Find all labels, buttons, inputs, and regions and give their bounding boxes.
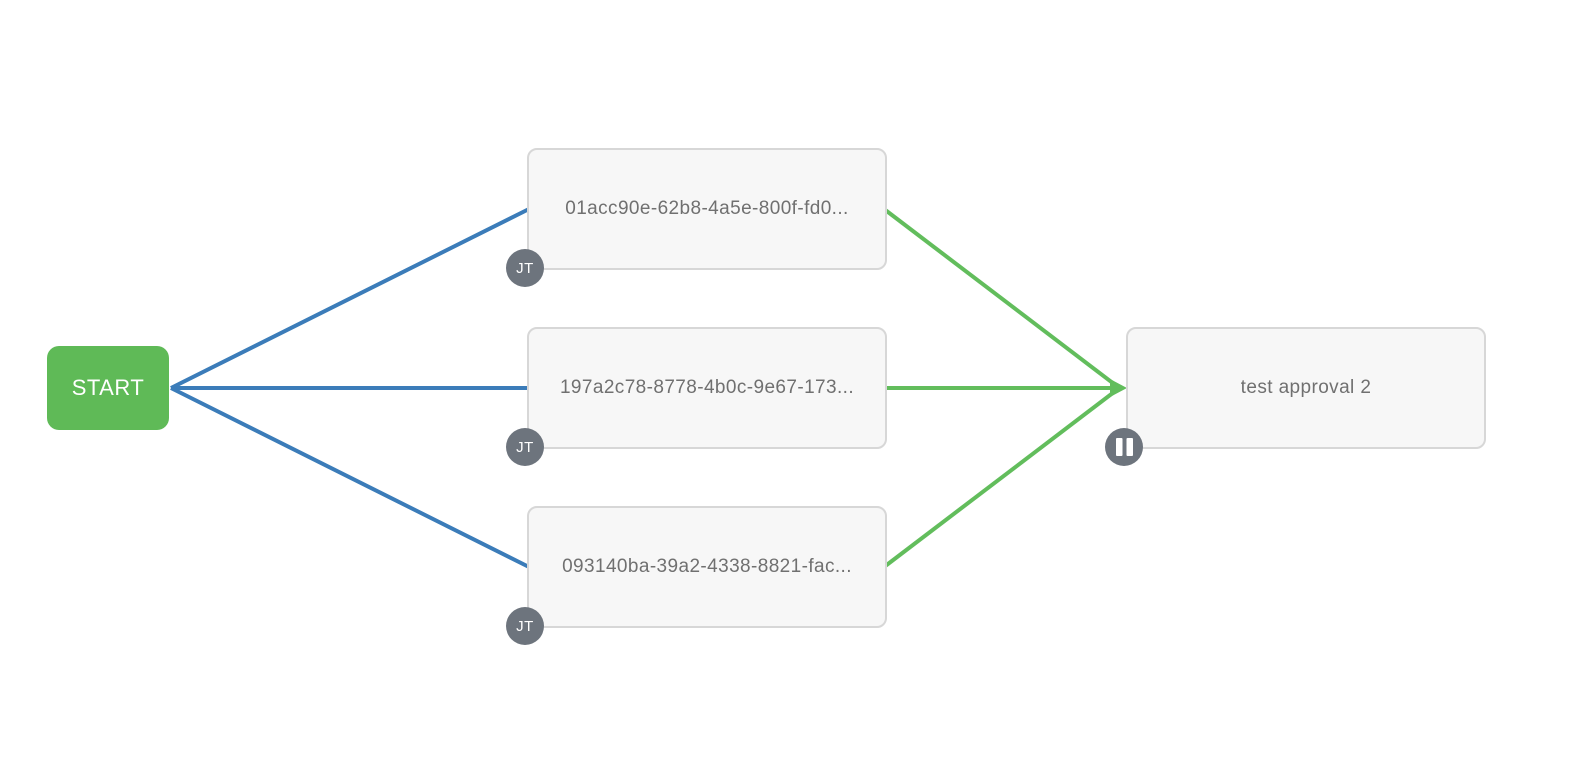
workflow-node-job-template-3[interactable]: 093140ba-39a2-4338-8821-fac... JT (506, 506, 887, 645)
job-template-badge: JT (506, 428, 544, 466)
node-id-label: 01acc90e-62b8-4a5e-800f-fd0... (565, 198, 849, 219)
job-template-badge-label: JT (516, 617, 534, 635)
start-button[interactable]: START (47, 346, 169, 430)
job-template-badge-label: JT (516, 259, 534, 277)
node-id-label: 197a2c78-8778-4b0c-9e67-173... (559, 377, 855, 398)
node-id-label: 093140ba-39a2-4338-8821-fac... (562, 556, 852, 577)
pause-icon (1115, 438, 1133, 456)
edge-node1-to-approval[interactable] (882, 207, 1120, 389)
start-button-label: START (71, 375, 145, 400)
job-template-badge-label: JT (516, 438, 534, 456)
edge-start-to-node1[interactable] (170, 207, 530, 390)
workflow-node-job-template-2[interactable]: 197a2c78-8778-4b0c-9e67-173... JT (506, 327, 887, 466)
job-template-badge: JT (506, 607, 544, 645)
job-template-badge: JT (506, 249, 544, 287)
node-id-label: test approval 2 (1240, 377, 1372, 398)
workflow-node-approval[interactable]: test approval 2 (1105, 327, 1486, 466)
approval-pause-badge (1105, 428, 1143, 466)
edge-start-to-node3[interactable] (170, 386, 530, 569)
edge-node3-to-approval[interactable] (882, 387, 1120, 569)
edge-arrowhead-icon (1110, 379, 1127, 397)
workflow-node-job-template-1[interactable]: 01acc90e-62b8-4a5e-800f-fd0... JT (506, 148, 887, 287)
